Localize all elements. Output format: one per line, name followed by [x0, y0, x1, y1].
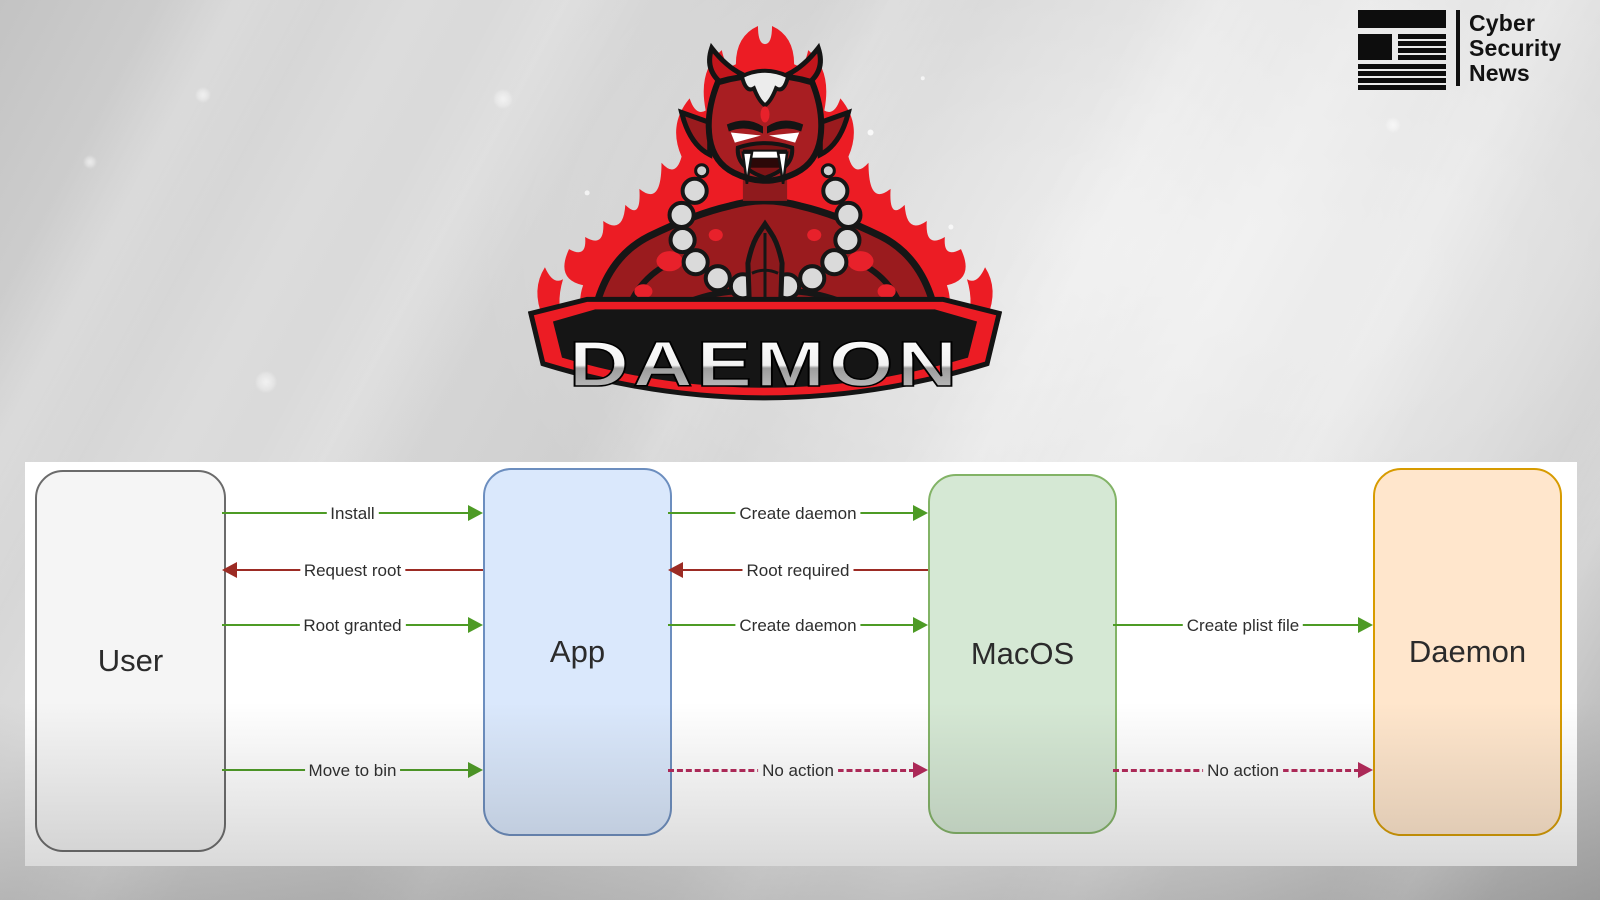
- arrowhead-right-icon: [1358, 617, 1373, 633]
- arrowhead-right-icon: [1358, 762, 1373, 778]
- edge-label: Root required: [742, 561, 854, 581]
- edge-label: Root granted: [299, 616, 406, 636]
- arrowhead-left-icon: [222, 562, 237, 578]
- demon-head: [678, 42, 852, 184]
- node-app-label: App: [549, 634, 606, 669]
- newspaper-icon: [1358, 10, 1446, 90]
- node-macos-label: MacOS: [970, 636, 1075, 671]
- node-macos: MacOS: [928, 474, 1117, 834]
- node-daemon: Daemon: [1373, 468, 1562, 836]
- bokeh-dot: [1386, 118, 1400, 132]
- edge-label: Move to bin: [304, 761, 401, 781]
- edge-label: Create daemon: [735, 504, 861, 524]
- banner-title: DAEMON: [569, 328, 961, 400]
- daemon-mascot-graphic: DAEMON: [528, 26, 1002, 401]
- daemon-banner: DAEMON: [528, 296, 1002, 401]
- bokeh-dot: [256, 372, 276, 392]
- brand-line-3: News: [1469, 60, 1530, 86]
- arrowhead-right-icon: [913, 762, 928, 778]
- node-user-label: User: [97, 643, 164, 678]
- brand-name: Cyber Security News: [1469, 10, 1561, 86]
- arrowhead-right-icon: [913, 505, 928, 521]
- diagram-panel: User App MacOS Daemon Install Request ro…: [25, 462, 1577, 866]
- arrowhead-right-icon: [913, 617, 928, 633]
- edge-label: No action: [1203, 761, 1283, 781]
- node-daemon-label: Daemon: [1408, 634, 1527, 669]
- cybersecurity-news-logo: Cyber Security News: [1358, 10, 1561, 90]
- arrowhead-right-icon: [468, 617, 483, 633]
- bokeh-dot: [196, 88, 210, 102]
- arrowhead-right-icon: [468, 762, 483, 778]
- bokeh-dot: [494, 90, 512, 108]
- edge-label: Install: [326, 504, 379, 524]
- arrowhead-left-icon: [668, 562, 683, 578]
- brand-line-2: Security: [1469, 35, 1562, 61]
- bokeh-dot: [84, 156, 96, 168]
- edge-label: Request root: [299, 561, 406, 581]
- brand-line-1: Cyber: [1469, 10, 1536, 36]
- node-user: User: [35, 470, 226, 852]
- edge-label: No action: [758, 761, 838, 781]
- brand-divider: [1456, 10, 1460, 86]
- arrowhead-right-icon: [468, 505, 483, 521]
- edge-label: Create daemon: [735, 616, 861, 636]
- edge-label: Create plist file: [1182, 616, 1304, 636]
- node-app: App: [483, 468, 672, 836]
